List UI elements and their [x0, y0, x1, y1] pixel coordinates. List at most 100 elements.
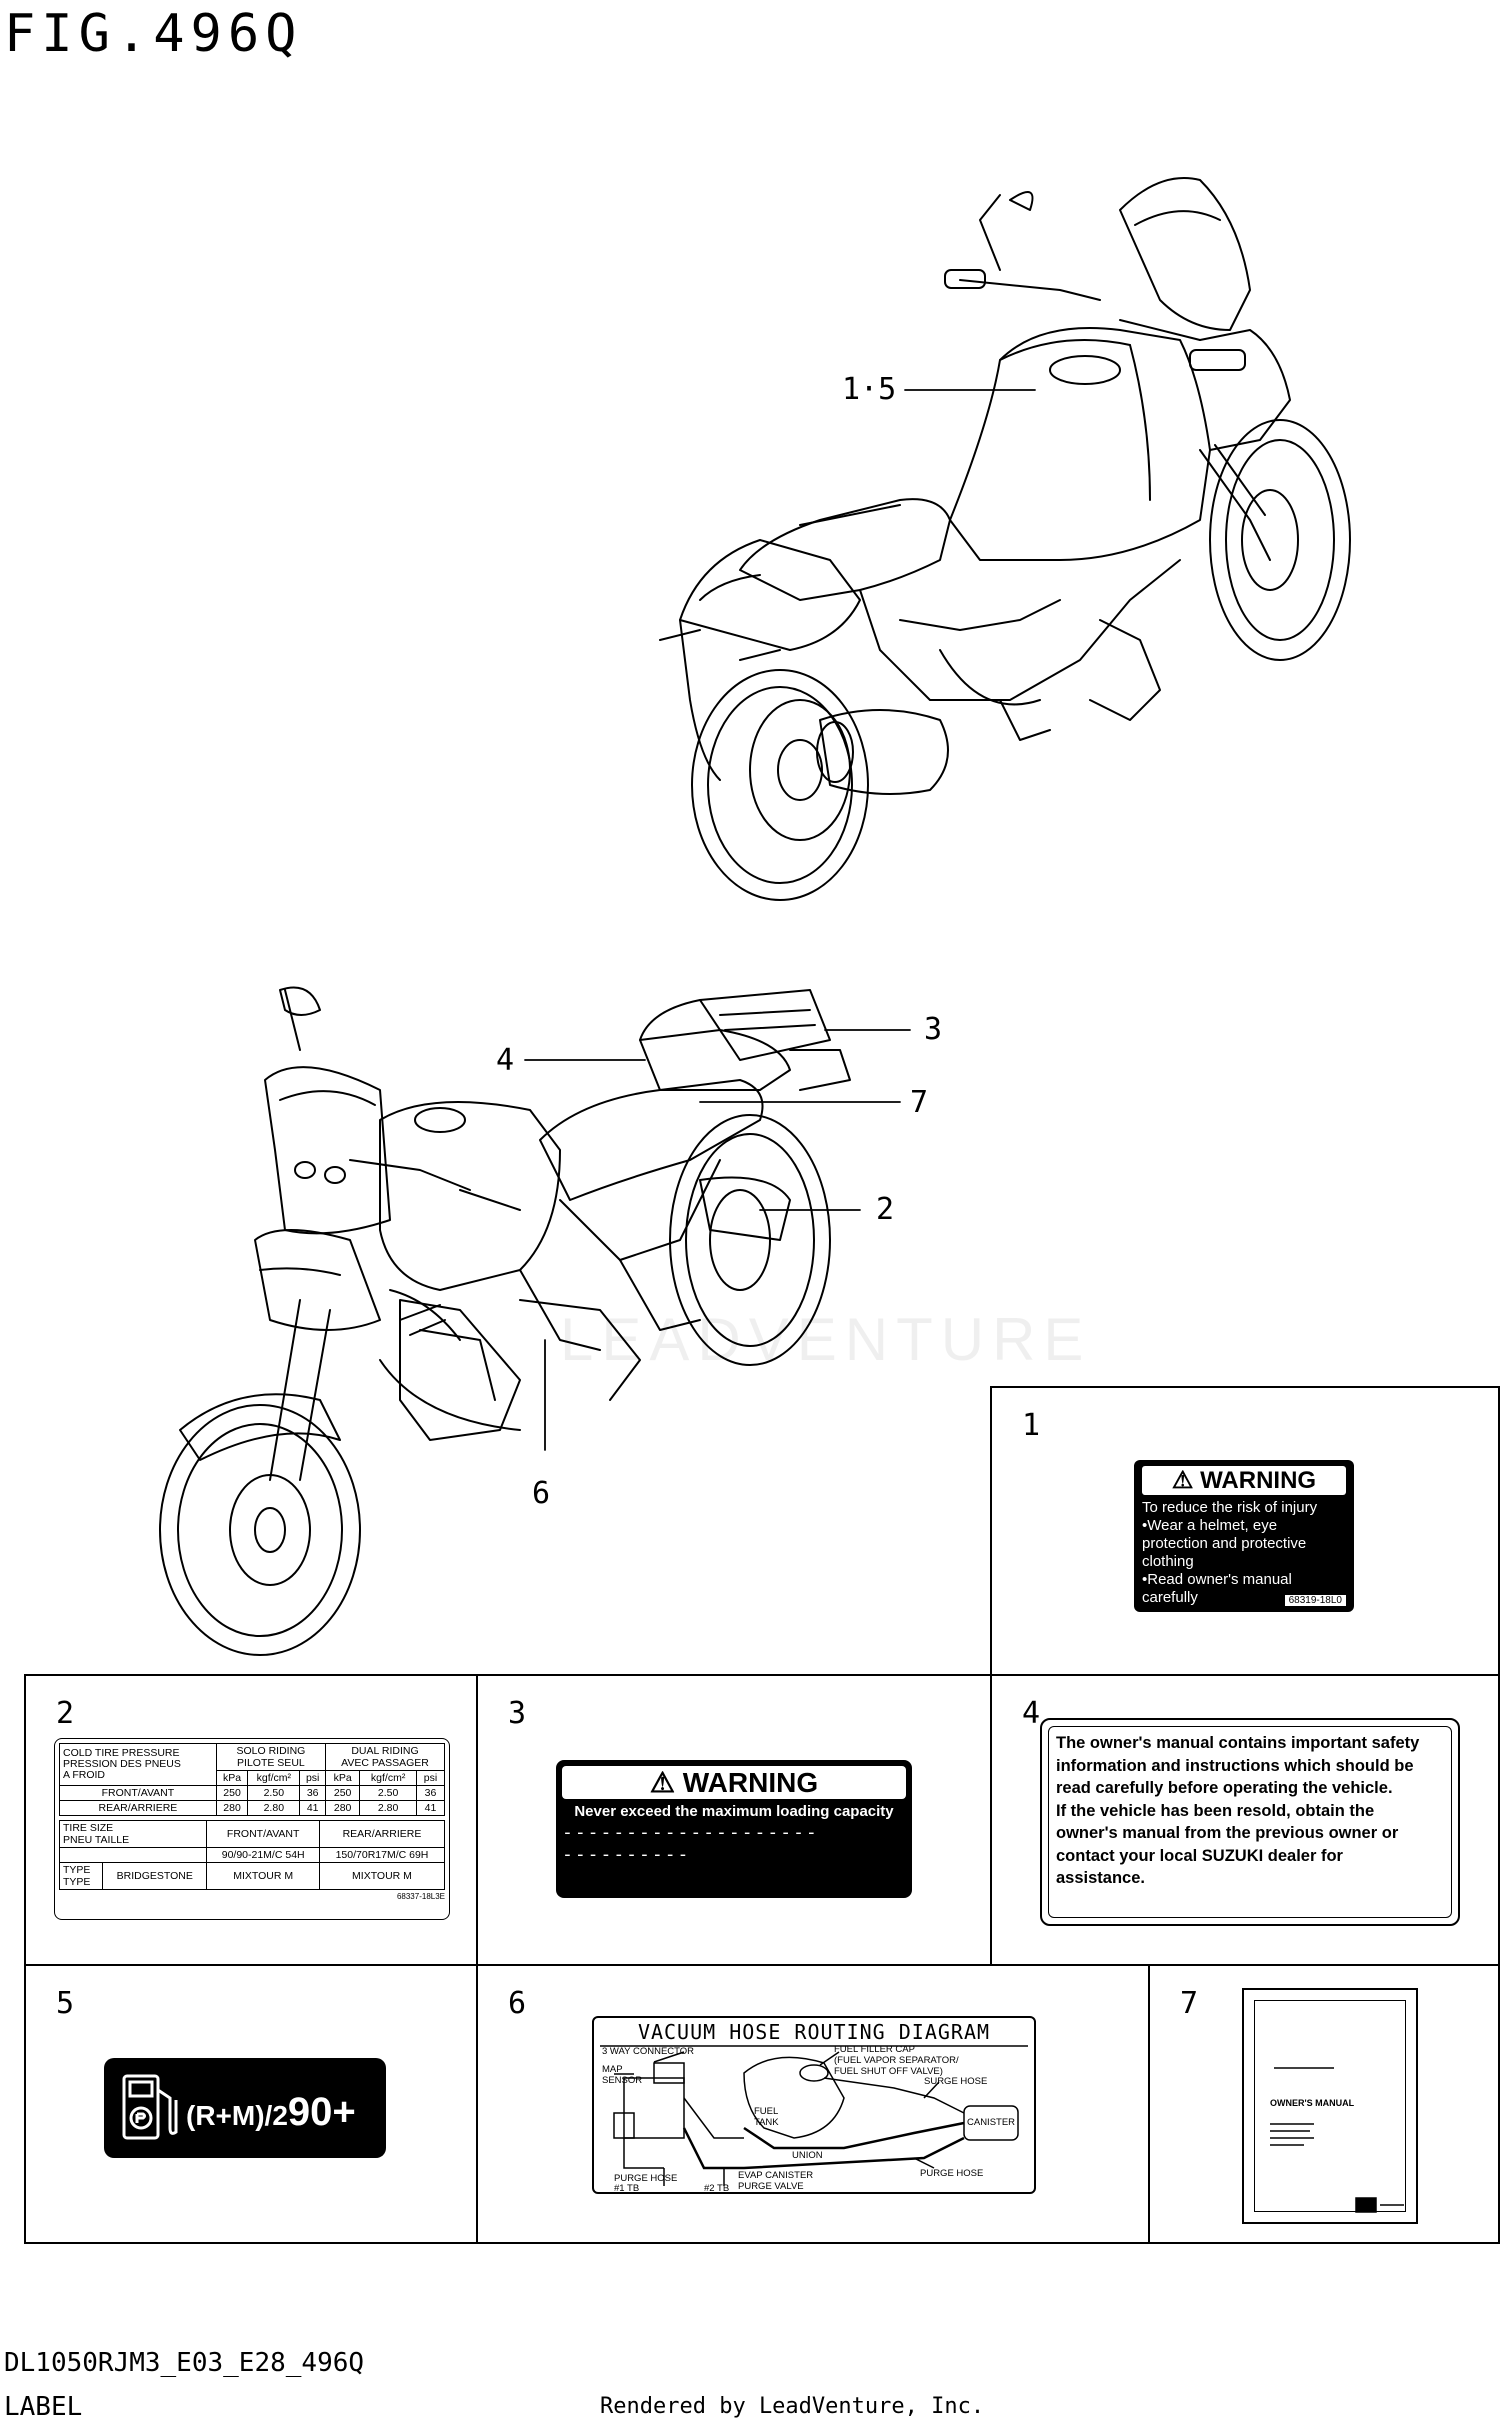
vacuum-diagram-title: VACUUM HOSE ROUTING DIAGRAM — [637, 2020, 991, 2044]
vac-label: #2 TB — [704, 2183, 730, 2194]
notice-line: assistance. — [1056, 1869, 1145, 1887]
notice-line: contact your local SUZUKI dealer for — [1056, 1846, 1343, 1865]
cell: 2.50 — [247, 1785, 301, 1801]
tire-pressure-label: COLD TIRE PRESSURE PRESSION DES PNEUS A … — [54, 1738, 450, 1920]
label-part-code: 68337-18L3E — [396, 1892, 445, 1901]
cell: psi — [415, 1770, 446, 1786]
bottom-motorcycle-drawing — [159, 986, 851, 1656]
cell: 250 — [324, 1785, 361, 1801]
cell: kPa — [324, 1770, 361, 1786]
vacuum-hose-schematic — [600, 2045, 1028, 2186]
vac-label: PURGE HOSE — [920, 2168, 984, 2179]
vac-label: EVAP CANISTER — [738, 2170, 814, 2181]
cell: AVEC PASSAGER — [341, 1757, 429, 1769]
warning-placeholder-lines: -------------------- ---------- --------… — [562, 1822, 819, 1931]
label-part-code: 68319-18L0 — [1284, 1595, 1346, 1606]
vac-label: MAP — [602, 2064, 623, 2075]
model-code: DL1050RJM3_E03_E28_496Q — [4, 2348, 365, 2378]
vac-label: PURGE VALVE — [738, 2181, 804, 2192]
panel-3: 3 ⚠ WARNING Never exceed the maximum loa… — [476, 1674, 992, 1966]
vac-label: FUEL — [754, 2106, 779, 2117]
panel-number: 1 — [1022, 1408, 1041, 1443]
warning-heading: ⚠ WARNING — [1142, 1466, 1346, 1495]
cell: PRESSION DES PNEUS — [63, 1758, 181, 1770]
warning-triangle-icon: ⚠ — [1171, 1467, 1194, 1494]
warning-line: clothing — [1142, 1553, 1194, 1570]
cell: 90/90-21M/C 54H — [206, 1847, 320, 1863]
panel-number: 4 — [1022, 1696, 1041, 1731]
cell: PNEU TAILLE — [63, 1834, 130, 1846]
cell: psi — [299, 1770, 326, 1786]
cell: 41 — [415, 1800, 446, 1816]
vac-label: (FUEL VAPOR SEPARATOR/ — [834, 2055, 959, 2066]
panel-2: 2 COLD TIRE PRESSURE PRESSION DES PNEUS … — [24, 1674, 478, 1966]
panel-number: 6 — [508, 1986, 527, 2021]
cell: FRONT/AVANT — [206, 1820, 320, 1848]
panel-1: 1 ⚠ WARNING To reduce the risk of injury… — [990, 1386, 1500, 1676]
watermark-text: LEADVENTURE — [560, 1306, 1092, 1373]
panel-4: 4 The owner's manual contains important … — [990, 1674, 1500, 1966]
vac-label: 3 WAY CONNECTOR — [602, 2046, 695, 2057]
cell: 2.50 — [359, 1785, 417, 1801]
vac-label: #1 TB — [614, 2183, 640, 2194]
cell: A FROID — [63, 1769, 106, 1781]
panel-6: 6 VACUUM HOSE ROUTING DIAGRAM — [476, 1964, 1150, 2244]
owners-manual-booklet: OWNER'S MANUAL — [1242, 1988, 1418, 2224]
panel-7: 7 OWNER'S MANUAL — [1148, 1964, 1500, 2244]
notice-line: information and instructions which shoul… — [1056, 1756, 1414, 1775]
callout-3: 3 — [924, 1012, 943, 1047]
cell: 2.80 — [359, 1800, 417, 1816]
leader-lines — [524, 389, 1036, 1451]
warning-line: •Read owner's manual — [1142, 1571, 1292, 1588]
notice-line: If the vehicle has been resold, obtain t… — [1056, 1801, 1375, 1820]
vac-label: FUEL SHUT OFF VALVE) — [834, 2066, 943, 2077]
booklet-inner-border — [1254, 2000, 1406, 2212]
warning-label-loading: ⚠ WARNING Never exceed the maximum loadi… — [556, 1760, 912, 1931]
cell: COLD TIRE PRESSURE — [63, 1747, 180, 1759]
cell: 150/70R17M/C 69H — [318, 1847, 446, 1863]
cell: 2.80 — [247, 1800, 301, 1816]
cell: kgf/cm² — [359, 1770, 417, 1786]
owners-manual-notice-label: The owner's manual contains important sa… — [1040, 1718, 1460, 1926]
warning-heading: ⚠ WARNING — [562, 1766, 906, 1799]
cell: 36 — [299, 1785, 326, 1801]
warning-subheading: Never exceed the maximum loading capacit… — [574, 1803, 894, 1820]
warning-line: carefully — [1142, 1589, 1198, 1606]
cell: TYPE — [63, 1864, 91, 1876]
notice-line: read carefully before operating the vehi… — [1056, 1779, 1393, 1797]
vac-label: FUEL FILLER CAP — [834, 2044, 915, 2055]
octane-text: (R+M)/290+ — [186, 2090, 356, 2134]
warning-line: protection and protective — [1142, 1535, 1307, 1552]
cell: 41 — [299, 1800, 326, 1816]
credit-text: Rendered by LeadVenture, Inc. — [600, 2394, 985, 2419]
panel-number: 7 — [1180, 1986, 1199, 2021]
figure-caption: LABEL — [4, 2392, 83, 2422]
cell: BRIDGESTONE — [102, 1862, 208, 1890]
vac-label: PURGE HOSE — [614, 2173, 678, 2184]
cell: REAR/ARRIERE — [318, 1820, 446, 1848]
booklet-placeholder-lines — [1270, 2067, 1404, 2213]
cell: 36 — [415, 1785, 446, 1801]
panel-5: 5 (R+M)/290+ — [24, 1964, 478, 2244]
vac-label: CANISTER — [967, 2117, 1016, 2128]
warning-line: To reduce the risk of injury — [1142, 1499, 1318, 1516]
callout-7: 7 — [910, 1085, 929, 1120]
vac-label: UNION — [792, 2150, 823, 2161]
cell: REAR/ARRIERE — [59, 1800, 217, 1816]
callout-1-5: 1·5 — [842, 372, 897, 407]
vac-label: SENSOR — [602, 2075, 643, 2086]
cell: TIRE SIZE — [63, 1822, 114, 1834]
callout-2: 2 — [876, 1192, 895, 1227]
cell: 280 — [215, 1800, 249, 1816]
table-row: FRONT/AVANT 250 2.50 36 250 2.50 36 — [59, 1785, 446, 1801]
notice-line: The owner's manual contains important sa… — [1056, 1734, 1420, 1752]
cell: kgf/cm² — [247, 1770, 301, 1786]
figure-title: FIG.496Q — [4, 4, 303, 64]
vac-label: SURGE HOSE — [924, 2076, 988, 2087]
cell: PILOTE SEUL — [237, 1757, 305, 1769]
top-motorcycle-drawing — [659, 177, 1351, 901]
table-row: 90/90-21M/C 54H 150/70R17M/C 69H — [58, 1847, 446, 1863]
fuel-octane-label: (R+M)/290+ — [104, 2058, 386, 2158]
